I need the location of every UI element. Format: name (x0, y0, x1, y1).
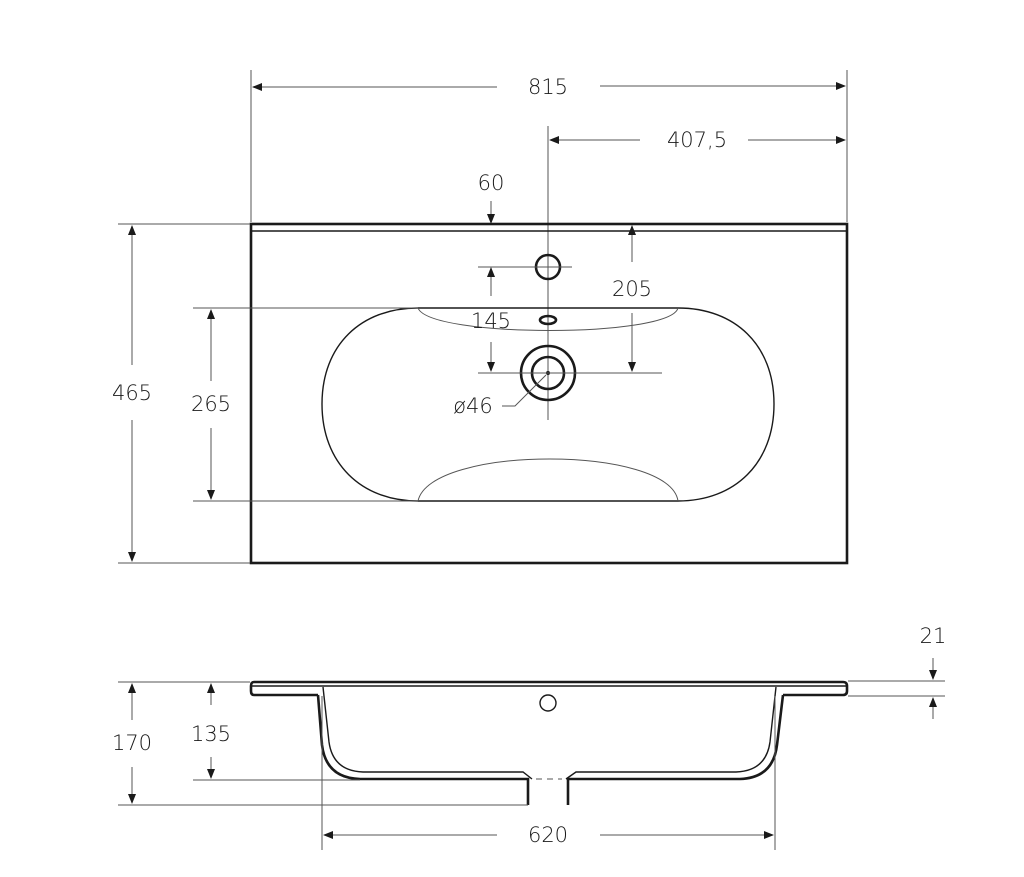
dim-overall-depth: 465 (112, 223, 250, 564)
back-to-drain-label: 205 (612, 277, 652, 301)
bowl-depth-label: 265 (191, 392, 231, 416)
side-view: 170 135 21 620 (112, 624, 946, 850)
dim-back-to-drain: 205 (612, 225, 652, 372)
dim-overflow-drain: 145 (471, 309, 511, 372)
side-overflow-hole (539, 694, 557, 712)
dim-tap-offset: 60 (478, 171, 505, 296)
dim-half-width: 407,5 (549, 128, 846, 152)
dim-overall-height: 170 (112, 681, 528, 806)
dim-bowl-depth: 265 (191, 307, 418, 502)
dim-drain-diameter: ø46 (453, 374, 547, 418)
bowl-height-label: 135 (191, 722, 231, 746)
overflow-drain-label: 145 (471, 309, 511, 333)
top-view: 815 407,5 60 (112, 70, 849, 565)
overall-height-label: 170 (112, 731, 152, 755)
dim-rim-thickness: 21 (848, 624, 946, 719)
overall-width-label: 815 (528, 75, 568, 99)
bowl-width-label: 620 (528, 823, 568, 847)
tap-offset-label: 60 (478, 171, 505, 195)
overflow-hole (538, 314, 558, 326)
rim-thickness-label: 21 (920, 624, 947, 648)
basin-outline (249, 222, 849, 565)
overall-depth-label: 465 (112, 381, 152, 405)
drain-diameter-label: ø46 (453, 394, 493, 418)
dim-bowl-height: 135 (191, 683, 360, 781)
dim-overall-width: 815 (252, 75, 846, 99)
half-width-label: 407,5 (667, 128, 727, 152)
dim-bowl-width: 620 (321, 696, 776, 850)
